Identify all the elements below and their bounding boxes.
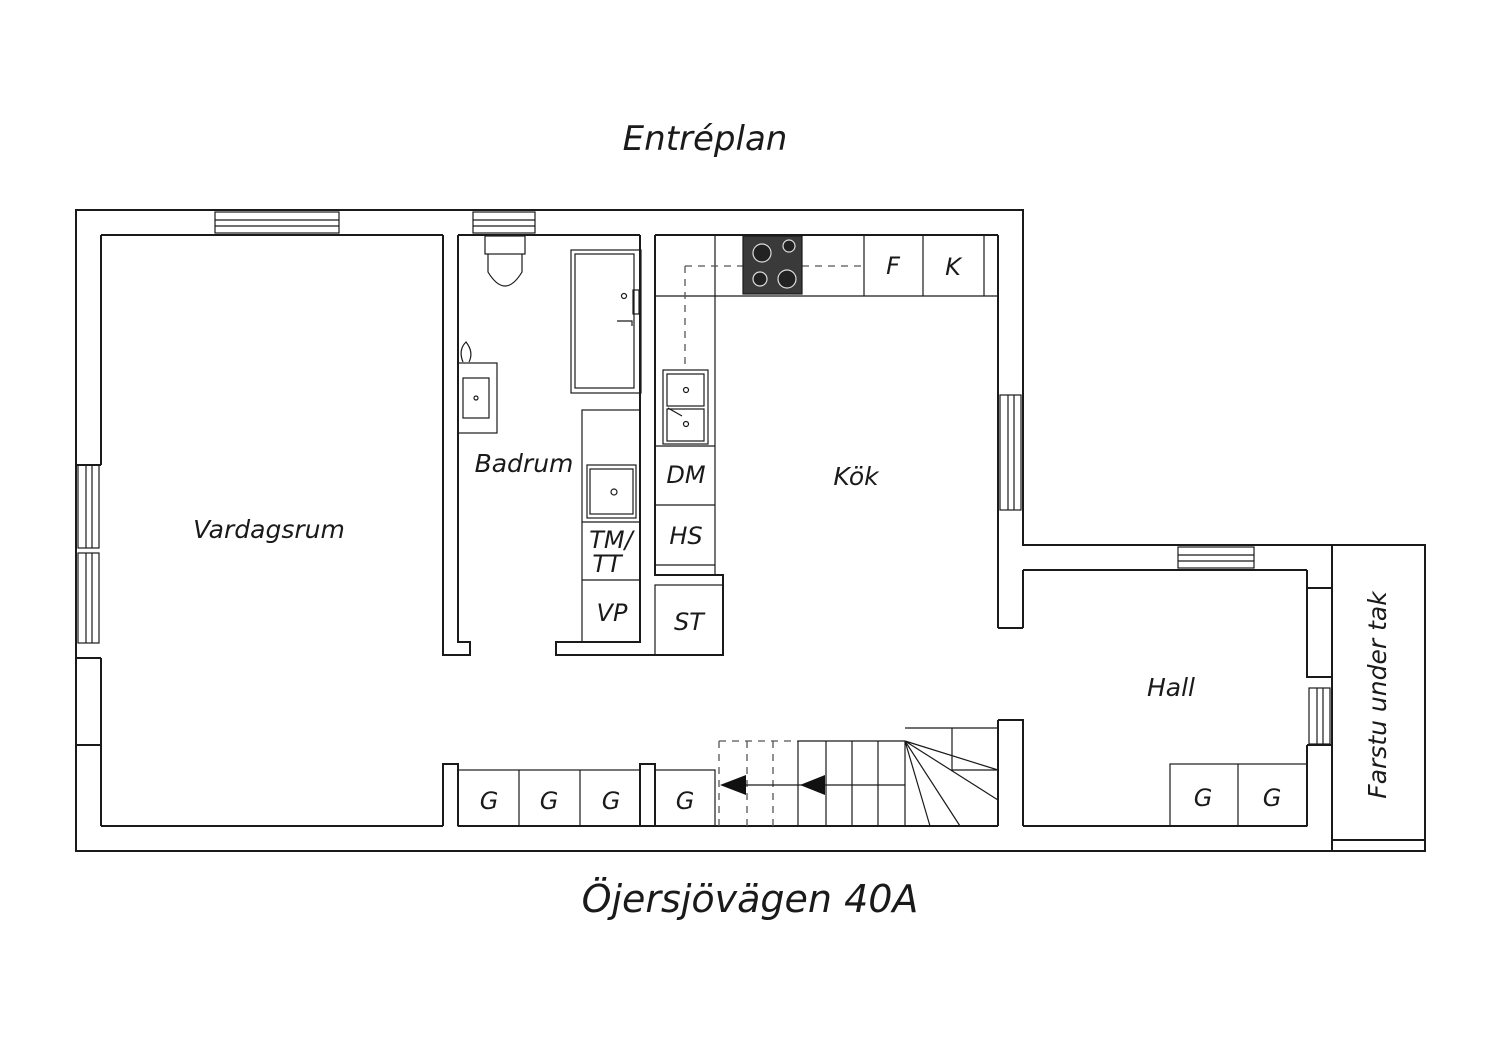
- windows: [77, 211, 1331, 745]
- room-label-farstu: Farstu under tak: [1363, 590, 1392, 799]
- washer-dryer-label: TM/: [589, 526, 635, 554]
- dishwasher-label: DM: [666, 461, 705, 489]
- wardrobe-label-4: G: [676, 787, 695, 815]
- room-label-vardagsrum: Vardagsrum: [193, 515, 345, 544]
- laundry-column: [581, 409, 641, 643]
- toilet: [484, 235, 526, 287]
- kitchen-counter: [654, 235, 998, 656]
- wardrobe-label-1: G: [480, 787, 499, 815]
- wardrobes: [457, 763, 1308, 827]
- freezer-label: K: [945, 253, 963, 281]
- kitchen-sink: [662, 369, 709, 445]
- stove: [742, 235, 803, 295]
- room-label-hall: Hall: [1147, 673, 1195, 702]
- tall-cabinet-label: HS: [669, 522, 702, 550]
- plan-title: Entréplan: [623, 119, 788, 159]
- broom-closet-label: ST: [674, 608, 706, 636]
- outer-walls: [75, 209, 1426, 852]
- bathtub: [570, 249, 642, 394]
- fridge-label: F: [886, 252, 901, 280]
- staircase: [718, 727, 999, 827]
- washer-dryer-label-2: TT: [592, 550, 624, 578]
- bathroom-sink: [457, 341, 498, 434]
- room-label-kok: Kök: [833, 462, 880, 491]
- wardrobe-label-2: G: [540, 787, 559, 815]
- water-heater-label: VP: [597, 599, 628, 627]
- wardrobe-label-5: G: [1194, 784, 1213, 812]
- room-label-badrum: Badrum: [475, 449, 574, 478]
- wardrobe-label-3: G: [602, 787, 621, 815]
- address-label: Öjersjövägen 40A: [582, 877, 919, 921]
- wardrobe-label-6: G: [1263, 784, 1282, 812]
